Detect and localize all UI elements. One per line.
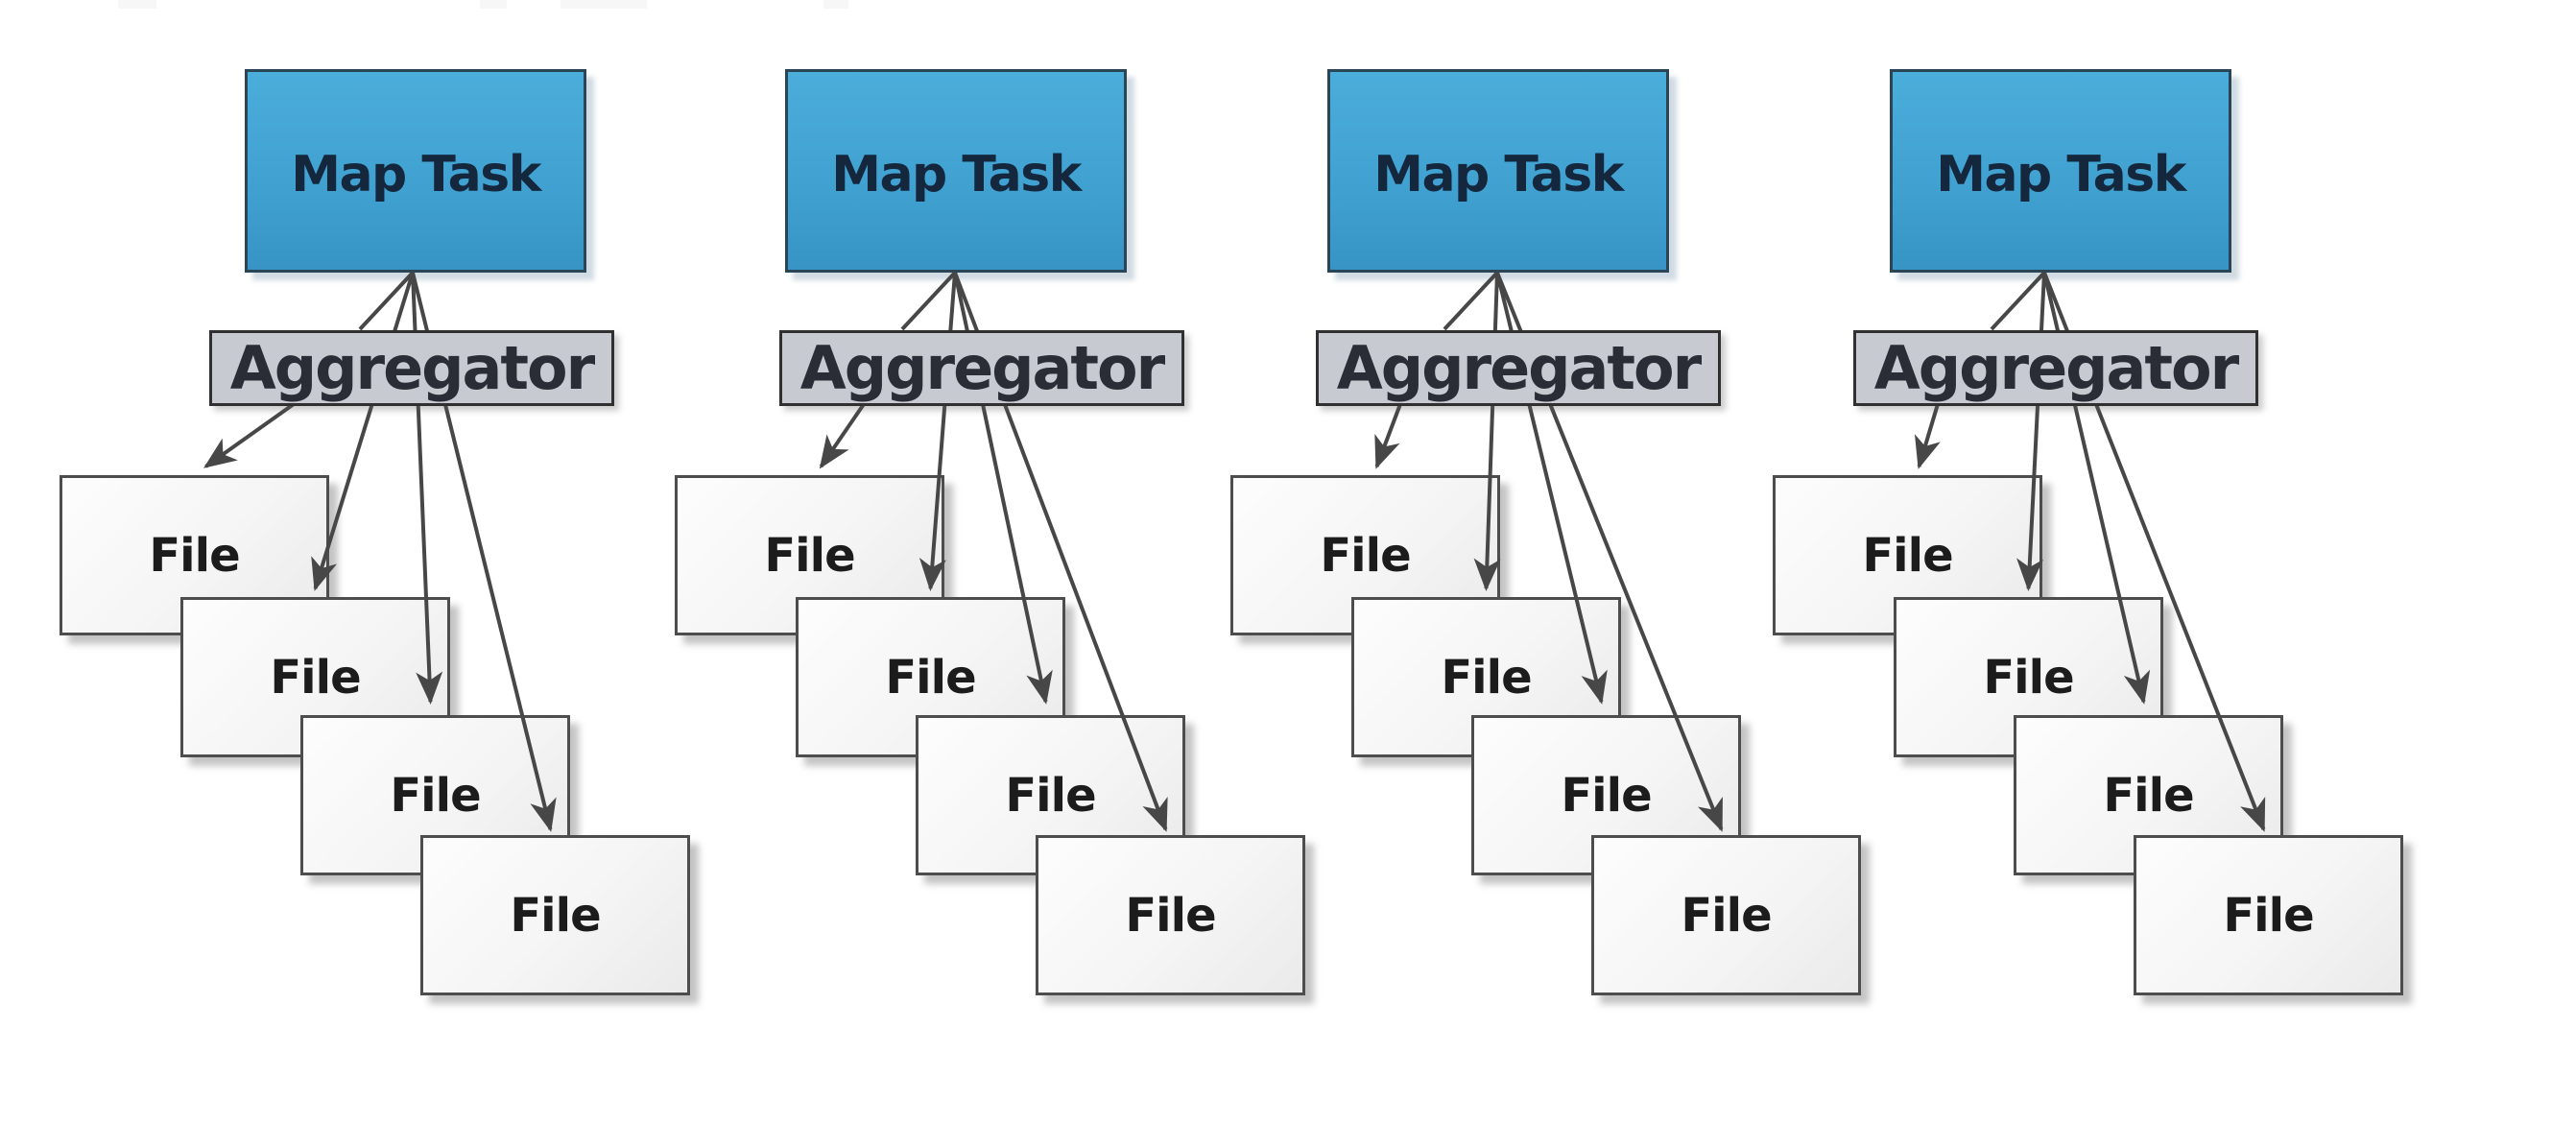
top-edge-artifact (480, 0, 507, 9)
file-box: File (420, 835, 690, 995)
aggregator-bar-label: Aggregator (1336, 332, 1702, 403)
aggregator-to-file-1-arrow (1914, 403, 1941, 469)
file-box-label: File (1125, 888, 1216, 943)
aggregator-bar-label: Aggregator (229, 332, 595, 403)
map-to-file-2-arrow (311, 272, 415, 591)
file-box: File (2134, 835, 2403, 995)
aggregator-to-file-1-arrow (819, 402, 866, 469)
aggregator-bar: Aggregator (1853, 330, 2258, 406)
map-task-box: Map Task (785, 69, 1127, 273)
aggregator-bar-label: Aggregator (799, 332, 1165, 403)
file-box-label: File (149, 528, 240, 583)
aggregator-bar-label: Aggregator (1873, 332, 2239, 403)
map-to-aggregator-line (900, 271, 957, 331)
aggregator-bar: Aggregator (779, 330, 1184, 406)
file-box-label: File (510, 888, 601, 943)
file-box-label: File (885, 650, 976, 705)
aggregator-bar: Aggregator (209, 330, 614, 406)
map-to-aggregator-line (1443, 271, 1499, 331)
file-box-label: File (1441, 650, 1532, 705)
file-box-label: File (270, 650, 361, 705)
map-task-box: Map Task (245, 69, 586, 273)
top-edge-artifact (561, 0, 647, 9)
map-task-box-label: Map Task (1373, 146, 1624, 203)
file-box-label: File (1681, 888, 1772, 943)
file-box-label: File (1320, 528, 1411, 583)
map-to-aggregator-line (358, 271, 415, 331)
aggregator-bar: Aggregator (1316, 330, 1721, 406)
file-box-label: File (1983, 650, 2074, 705)
file-box-label: File (764, 528, 855, 583)
file-box-label: File (390, 768, 481, 823)
map-task-box-label: Map Task (1936, 146, 2186, 203)
aggregator-to-file-1-arrow (1374, 403, 1402, 469)
map-task-box: Map Task (1890, 69, 2231, 273)
top-edge-artifact (823, 0, 848, 9)
map-task-box-label: Map Task (831, 146, 1082, 203)
file-box: File (1591, 835, 1861, 995)
file-box-label: File (1862, 528, 1953, 583)
file-box: File (1036, 835, 1305, 995)
file-box-label: File (2103, 768, 2194, 823)
map-task-box: Map Task (1327, 69, 1669, 273)
file-box-label: File (2223, 888, 2314, 943)
map-task-box-label: Map Task (291, 146, 541, 203)
aggregator-to-file-1-arrow (203, 402, 296, 468)
file-box-label: File (1005, 768, 1096, 823)
top-edge-artifact (118, 0, 156, 9)
map-to-aggregator-line (1990, 271, 2046, 331)
file-box-label: File (1561, 768, 1652, 823)
